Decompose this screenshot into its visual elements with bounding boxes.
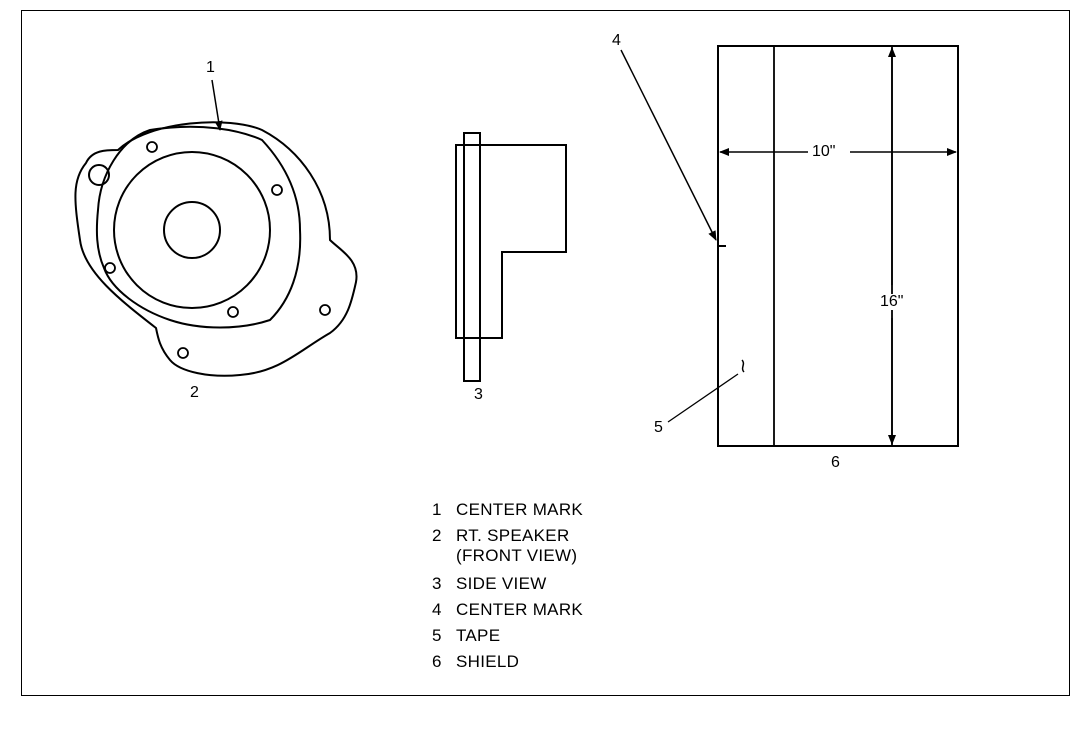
callout-4-leader xyxy=(620,49,717,241)
legend-item: (FRONT VIEW) xyxy=(432,546,583,566)
dimension-height-label: 16" xyxy=(878,293,906,310)
legend-text: (FRONT VIEW) xyxy=(456,546,578,565)
shield-sheet xyxy=(717,45,959,447)
legend-item: 6 SHIELD xyxy=(432,652,583,672)
legend-item: 4 CENTER MARK xyxy=(432,600,583,620)
legend-item: 2 RT. SPEAKER xyxy=(432,526,583,546)
speaker-mount-flange xyxy=(95,125,302,329)
tape-mark xyxy=(741,359,745,373)
legend: 1 CENTER MARK 2 RT. SPEAKER (FRONT VIEW)… xyxy=(432,500,583,672)
side-view-body xyxy=(455,144,567,339)
speaker-cone-center xyxy=(163,201,221,259)
speaker-side-view xyxy=(455,132,567,382)
legend-item: 3 SIDE VIEW xyxy=(432,574,583,594)
legend-number: 1 xyxy=(432,500,442,519)
legend-text: SIDE VIEW xyxy=(456,574,547,593)
callout-1: 1 xyxy=(206,59,215,76)
callout-5-leader xyxy=(667,373,739,423)
callout-4: 4 xyxy=(612,32,621,49)
speaker-mounting-holes xyxy=(104,141,331,359)
legend-number: 3 xyxy=(432,574,442,593)
speaker-tab-hole xyxy=(88,164,110,186)
legend-number xyxy=(432,546,456,566)
callout-5: 5 xyxy=(654,419,663,436)
diagram-frame xyxy=(21,10,1070,696)
legend-number: 6 xyxy=(432,652,442,671)
side-view-plate xyxy=(463,132,481,382)
speaker-front-view xyxy=(74,121,358,377)
speaker-outer-housing xyxy=(74,121,358,377)
legend-text: SHIELD xyxy=(456,652,520,671)
shield-outline xyxy=(717,45,959,447)
callout-2: 2 xyxy=(190,384,199,401)
dimension-width-label: 10" xyxy=(810,143,838,160)
legend-number: 2 xyxy=(432,526,442,545)
legend-item: 1 CENTER MARK xyxy=(432,500,583,520)
speaker-cone-ring xyxy=(113,151,271,309)
legend-item: 5 TAPE xyxy=(432,626,583,646)
legend-number: 4 xyxy=(432,600,442,619)
callout-6: 6 xyxy=(831,454,840,471)
legend-text: CENTER MARK xyxy=(456,500,584,519)
legend-text: RT. SPEAKER xyxy=(456,526,570,545)
callout-3: 3 xyxy=(474,386,483,403)
legend-number: 5 xyxy=(432,626,442,645)
callout-1-leader xyxy=(211,79,223,131)
legend-text: CENTER MARK xyxy=(456,600,584,619)
legend-text: TAPE xyxy=(456,626,501,645)
